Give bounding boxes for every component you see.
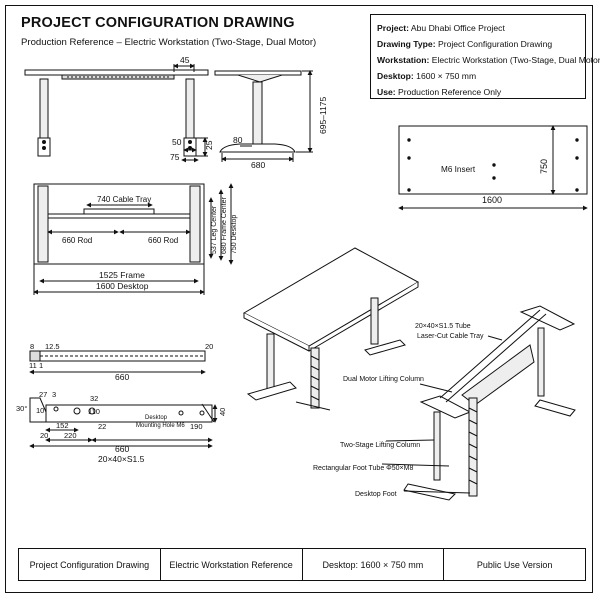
arm-hole-label-1: Desktop [145, 415, 168, 421]
top-plan-depth: 750 [539, 159, 549, 174]
side-view [214, 70, 313, 162]
arm-dim-20: 20 [40, 431, 48, 440]
arm-dim-190: 190 [190, 422, 203, 431]
rod-dim-12-5: 12.5 [45, 342, 60, 351]
frame-rod-left: 660 Rod [62, 236, 92, 245]
rod-dim-1: 1 [39, 361, 43, 370]
info-box: Project: Abu Dhabi Office Project Drawin… [370, 14, 600, 99]
frame-cable-tray: 740 Cable Tray [97, 195, 151, 204]
frame-frame-center: 680 Frame Center [221, 197, 228, 254]
arm-hole-label-2: Mounting Hole M6 [136, 423, 185, 429]
arm-dim-10: 10 [36, 406, 44, 415]
arm-dim-110: 110 [88, 407, 100, 416]
iso-label-foot: Desktop Foot [355, 491, 397, 498]
arm-detail [29, 397, 218, 449]
frame-width: 1525 Frame [99, 270, 145, 280]
frame-rod-right: 660 Rod [148, 236, 178, 245]
front-view [24, 63, 209, 163]
page-title: PROJECT CONFIGURATION DRAWING [21, 15, 295, 31]
iso-label-tray: Laser-Cut Cable Tray [417, 333, 484, 340]
arm-section: 20×40×S1.5 [98, 454, 145, 464]
footer-cell: Public Use Version [476, 559, 553, 570]
info-row-workstation: Workstation: Electric Workstation (Two-S… [377, 55, 600, 65]
arm-dim-30: 30° [16, 404, 27, 413]
arm-dim-27: 27 [39, 390, 47, 399]
iso-frame-exploded [381, 305, 576, 501]
info-row-use: Use: Production Reference Only [377, 87, 502, 97]
arm-dim-3: 3 [52, 390, 56, 399]
footer-cell: Electric Workstation Reference [161, 549, 303, 580]
iso-label-tube: 20×40×S1.5 Tube [415, 323, 471, 330]
front-dim-foot-total: 75 [170, 152, 180, 162]
info-row-drawing-type: Drawing Type: Project Configuration Draw… [377, 39, 553, 49]
iso-desk-assembled [242, 247, 420, 411]
footer-cell: Desktop: 1600 × 750 mm [303, 549, 445, 580]
arm-dim-40: 40 [218, 408, 227, 416]
top-plan-width: 1600 [482, 195, 502, 205]
arm-dim-22: 22 [98, 422, 106, 431]
info-row-project: Project: Abu Dhabi Office Project [377, 23, 505, 33]
arm-length: 660 [115, 444, 129, 454]
desktop-top-plan [398, 125, 588, 211]
arm-dim-32: 32 [90, 394, 98, 403]
front-dim-top: 45 [180, 55, 190, 65]
frame-leg-center: 537 Leg Center [211, 205, 218, 254]
rod-length: 660 [115, 372, 129, 382]
frame-plan [33, 183, 234, 295]
side-dim-foot-len: 680 [251, 160, 265, 170]
title-block-footer: Project Configuration Drawing Electric W… [18, 548, 586, 581]
iso-label-column: Dual Motor Lifting Column [343, 376, 424, 383]
top-plan-insert-label: M6 Insert [441, 165, 476, 174]
frame-desktop-width: 1600 Desktop [96, 281, 149, 291]
rod-dim-8: 8 [30, 342, 34, 351]
frame-desktop-depth: 750 Desktop [231, 215, 238, 254]
iso-label-foot-tube: Rectangular Foot Tube Φ50×M8 [313, 465, 413, 472]
side-dim-height: 695–1175 [318, 97, 328, 134]
rod-detail [29, 350, 206, 375]
sheet-border [5, 5, 593, 593]
arm-dim-220: 220 [64, 431, 77, 440]
rod-dim-11: 11 [29, 361, 37, 370]
rod-dim-20: 20 [205, 342, 213, 351]
iso-label-two-stage: Two-Stage Lifting Column [340, 442, 420, 449]
front-dim-foot-h: 25 [204, 140, 214, 150]
info-row-desktop: Desktop: 1600 × 750 mm [377, 71, 477, 81]
front-dim-foot-ext: 50 [172, 137, 182, 147]
footer-cell: Project Configuration Drawing [19, 549, 161, 580]
arm-dim-152: 152 [56, 421, 69, 430]
side-dim-foot-off: 80 [233, 135, 243, 145]
page-subtitle: Production Reference – Electric Workstat… [21, 37, 317, 48]
